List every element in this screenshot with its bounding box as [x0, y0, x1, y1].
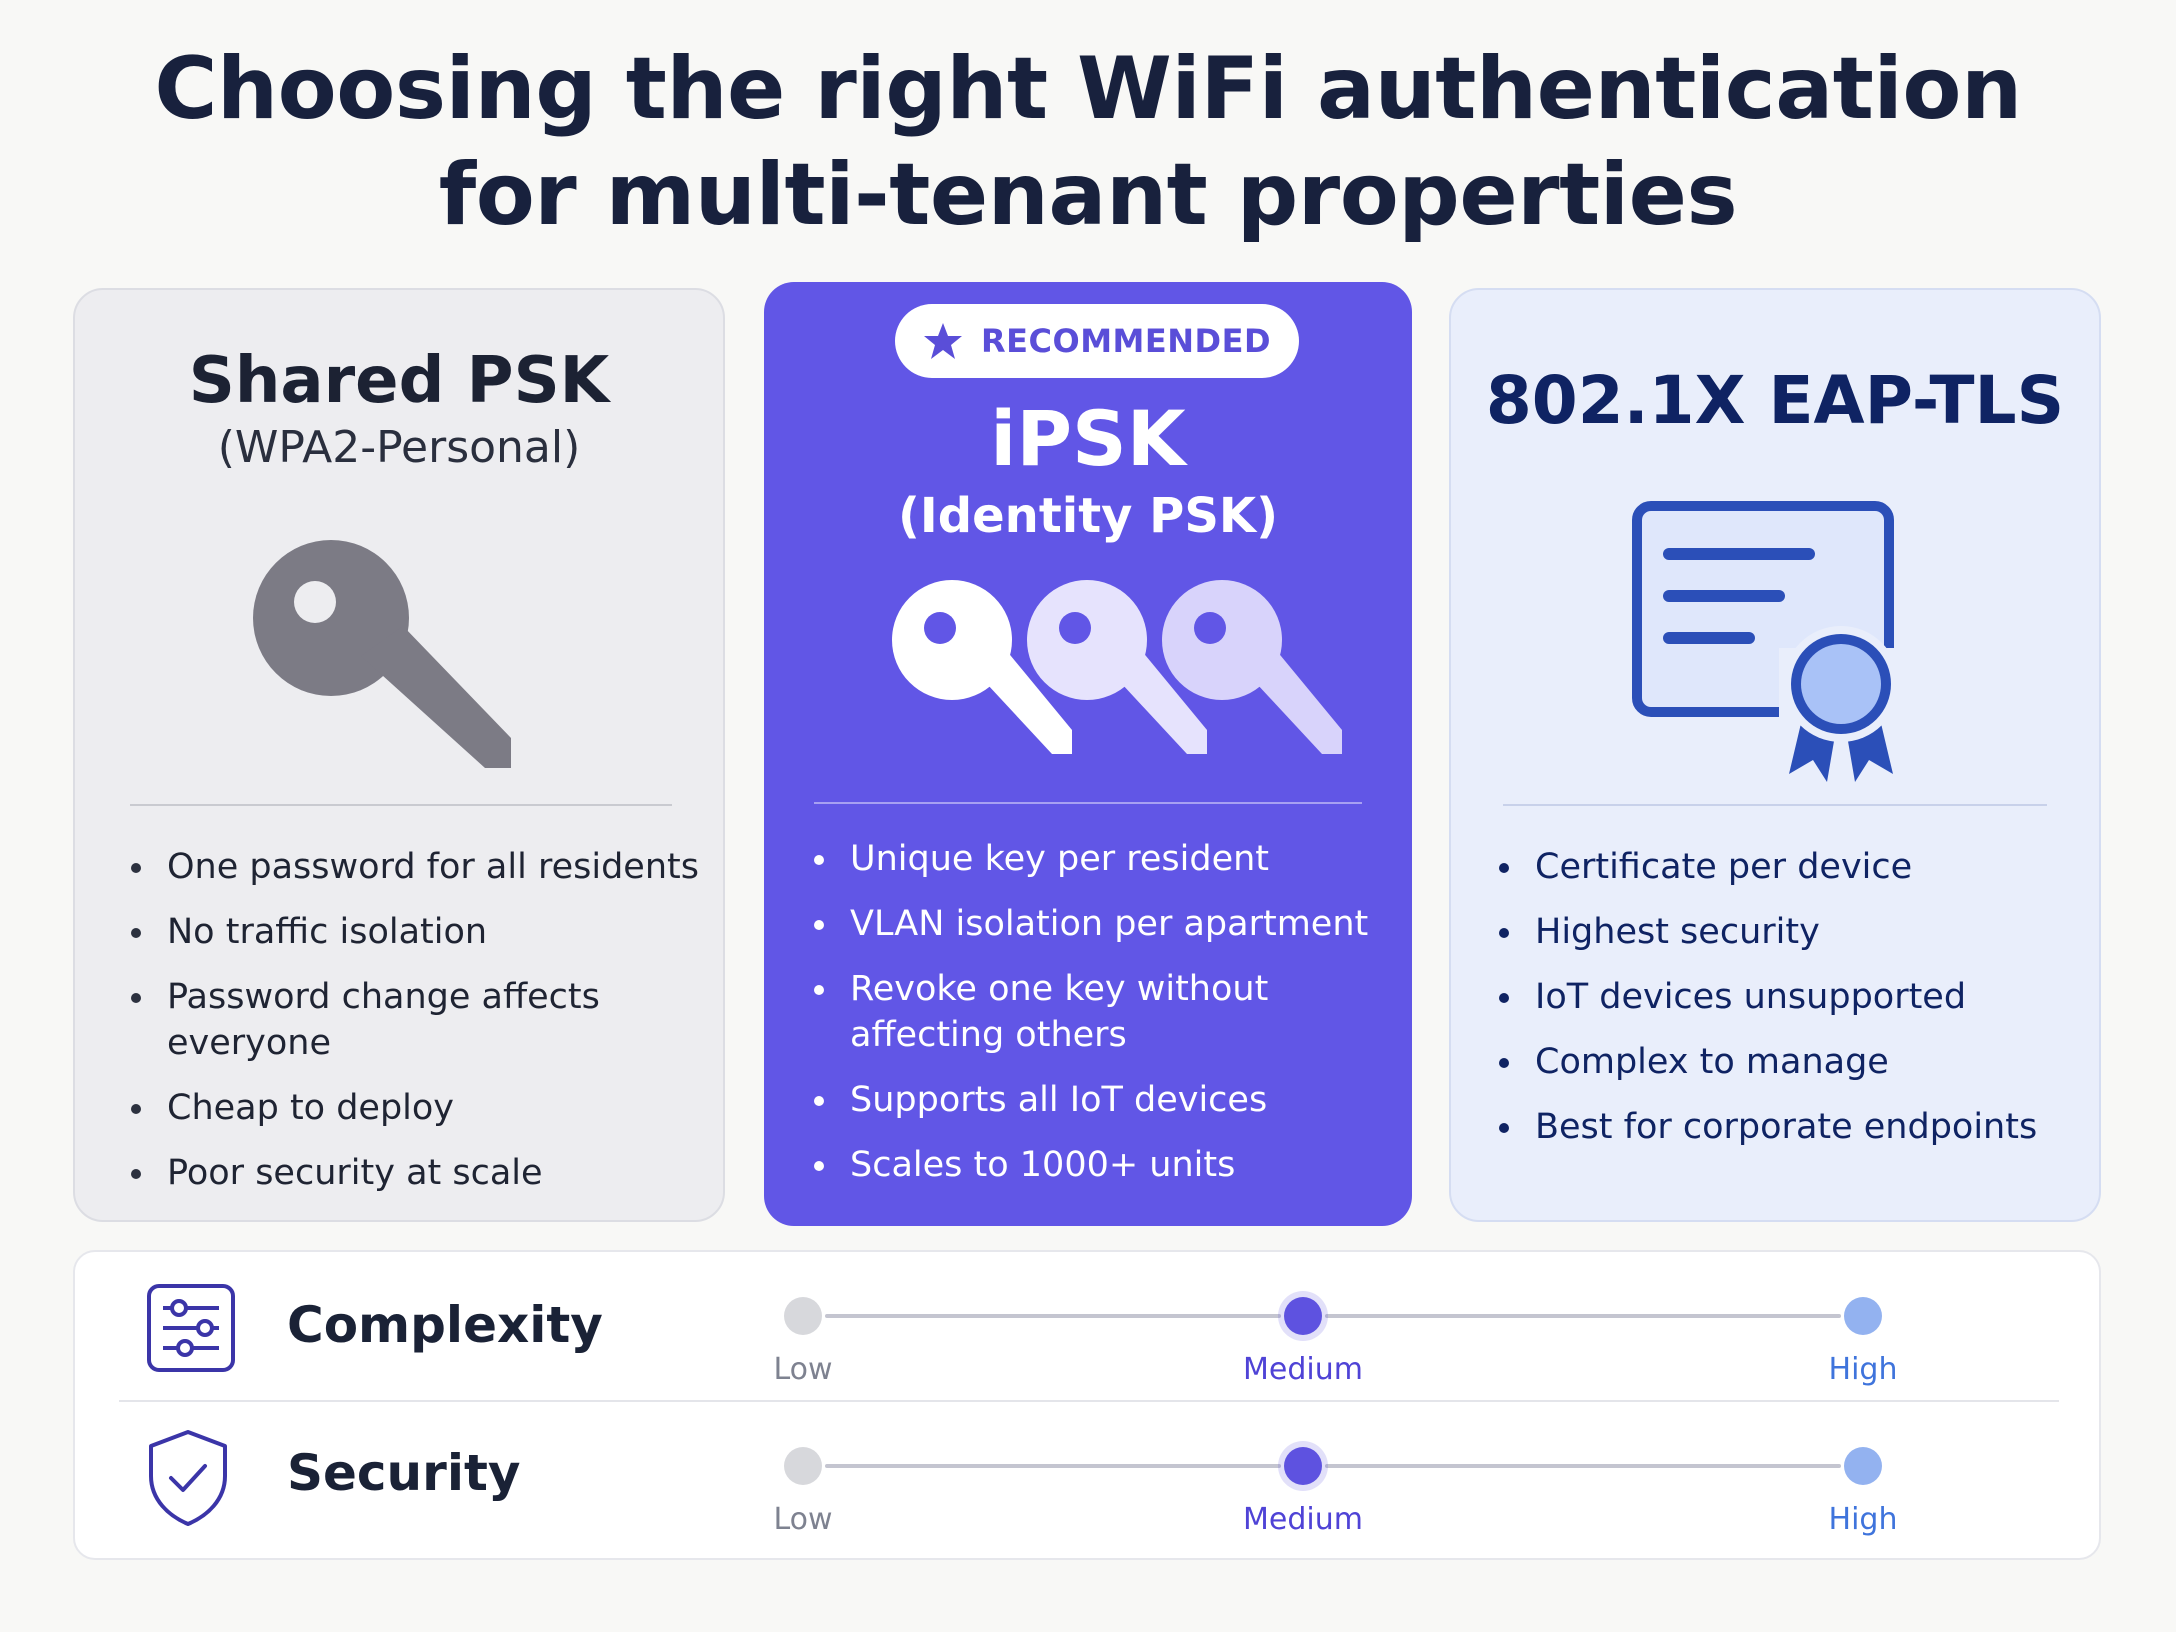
scale-track: [1325, 1314, 1841, 1318]
badge-label: RECOMMENDED: [981, 322, 1271, 360]
feature-list: Unique key per resident VLAN isolation p…: [812, 836, 1392, 1207]
card-title: 802.1X EAP-TLS: [1485, 362, 2065, 439]
level-dot-medium: [1284, 1297, 1322, 1335]
level-label-high: High: [1828, 1502, 1898, 1537]
list-item: VLAN isolation per apartment: [812, 901, 1392, 947]
card-subtitle: (WPA2-Personal): [217, 422, 581, 473]
card-divider: [814, 802, 1362, 804]
sliders-icon: [145, 1282, 237, 1378]
level-dot-high: [1844, 1297, 1882, 1335]
scale-track: [1325, 1464, 1841, 1468]
comparison-row-complexity: Complexity Low Medium High: [75, 1252, 2099, 1400]
certificate-icon: [1629, 498, 1919, 792]
list-item: Poor security at scale: [129, 1150, 709, 1196]
card-title: Shared PSK: [188, 344, 610, 418]
comparison-row-security: Security Low Medium High: [75, 1402, 2099, 1550]
level-dot-low: [784, 1297, 822, 1335]
list-item: IoT devices unsupported: [1497, 974, 2087, 1020]
list-item: Certificate per device: [1497, 844, 2087, 890]
list-item: Complex to manage: [1497, 1039, 2087, 1085]
list-item: Password change affects everyone: [129, 974, 709, 1066]
level-label-medium: Medium: [1243, 1502, 1363, 1537]
card-shared-psk: Shared PSK (WPA2-Personal) One password …: [73, 288, 725, 1222]
list-item: Best for corporate endpoints: [1497, 1104, 2087, 1150]
shield-check-icon: [145, 1428, 231, 1532]
row-divider: [119, 1400, 2059, 1402]
card-divider: [130, 804, 672, 806]
list-item: Supports all IoT devices: [812, 1077, 1392, 1123]
level-label-high: High: [1828, 1352, 1898, 1387]
level-dot-low: [784, 1447, 822, 1485]
star-icon: [924, 323, 962, 359]
card-subtitle: (Identity PSK): [897, 488, 1279, 544]
page-title-line-1: Choosing the right WiFi authentication: [154, 39, 2022, 139]
list-item: Unique key per resident: [812, 836, 1392, 882]
list-item: Scales to 1000+ units: [812, 1142, 1392, 1188]
card-eap-tls: 802.1X EAP-TLS Certificate per device Hi…: [1449, 288, 2101, 1222]
level-scale: Low Medium High: [75, 1252, 2099, 1400]
list-item: No traffic isolation: [129, 909, 709, 955]
scale-track: [825, 1464, 1281, 1468]
single-key-icon: [253, 538, 513, 782]
level-label-medium: Medium: [1243, 1352, 1363, 1387]
comparison-label: Security: [287, 1444, 521, 1502]
list-item: One password for all residents: [129, 844, 709, 890]
card-ipsk: RECOMMENDED iPSK (Identity PSK): [764, 282, 1412, 1226]
list-item: Revoke one key without affecting others: [812, 966, 1392, 1058]
scale-track: [825, 1314, 1281, 1318]
level-dot-medium: [1284, 1447, 1322, 1485]
multiple-keys-icon: [892, 578, 1342, 782]
comparison-label: Complexity: [287, 1296, 603, 1354]
feature-list: Certificate per device Highest security …: [1497, 844, 2087, 1169]
page-title: Choosing the right WiFi authentication f…: [0, 36, 2176, 248]
list-item: Cheap to deploy: [129, 1085, 709, 1131]
card-divider: [1503, 804, 2047, 806]
feature-list: One password for all residents No traffi…: [129, 844, 709, 1215]
level-label-low: Low: [773, 1502, 833, 1537]
card-title: iPSK: [990, 394, 1186, 483]
recommended-badge: RECOMMENDED: [895, 304, 1299, 378]
page-title-line-2: for multi-tenant properties: [438, 145, 1738, 245]
level-scale: Low Medium High: [75, 1402, 2099, 1550]
list-item: Highest security: [1497, 909, 2087, 955]
level-label-low: Low: [773, 1352, 833, 1387]
level-dot-high: [1844, 1447, 1882, 1485]
